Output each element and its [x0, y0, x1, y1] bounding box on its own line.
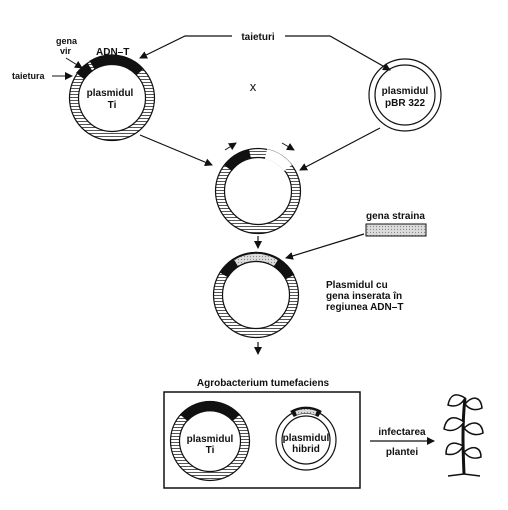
label-taietura: taietura — [12, 71, 46, 81]
label-gena-vir-2: vir — [60, 46, 72, 56]
label-ti-top-1: plasmidul — [87, 88, 134, 99]
plasmid-hibrid — [275, 406, 337, 471]
label-ti-top-2: Ti — [108, 100, 117, 111]
foreign-gene-box — [365, 223, 427, 237]
arrow-gena-vir — [65, 57, 83, 69]
label-pbr-2: pBR 322 — [385, 98, 425, 109]
agrobacterium-box — [163, 391, 361, 489]
arrow-taieturi-left — [139, 35, 232, 59]
plasmid-middle-cut — [214, 142, 302, 235]
arrow-ti-to-middle — [139, 134, 213, 166]
plant-icon — [443, 394, 484, 477]
label-infectarea: infectarea — [378, 427, 426, 438]
label-gena-straina: gena straina — [366, 211, 425, 222]
plasmid-ti-in-bacterium — [169, 400, 251, 482]
label-adn-t: ADN–T — [96, 47, 129, 58]
plasmid-recombinant — [212, 251, 300, 339]
plasmid-pbr322 — [368, 58, 442, 132]
label-pbr-1: plasmidul — [382, 86, 429, 97]
arrow-gena-straina — [285, 233, 365, 260]
label-taieturi: taieturi — [241, 32, 275, 43]
label-hibrid-2: hibrid — [292, 444, 320, 455]
label-inserted-3: regiunea ADN–T — [326, 302, 403, 313]
label-box-ti-1: plasmidul — [187, 434, 234, 445]
label-inserted-1: Plasmidul cu — [326, 280, 388, 291]
label-hibrid-1: plasmidul — [283, 433, 330, 444]
plasmid-ti-top — [68, 54, 156, 142]
label-plantei: plantei — [386, 447, 418, 458]
label-gena-vir: gena — [56, 36, 78, 46]
arrow-taieturi-right — [285, 35, 391, 71]
label-cross: x — [250, 79, 257, 94]
label-inserted-2: gena inserata în — [326, 291, 402, 302]
arrow-pbr-to-middle — [299, 127, 381, 171]
label-box-ti-2: Ti — [206, 445, 215, 456]
label-agrobacterium: Agrobacterium tumefaciens — [197, 378, 330, 389]
